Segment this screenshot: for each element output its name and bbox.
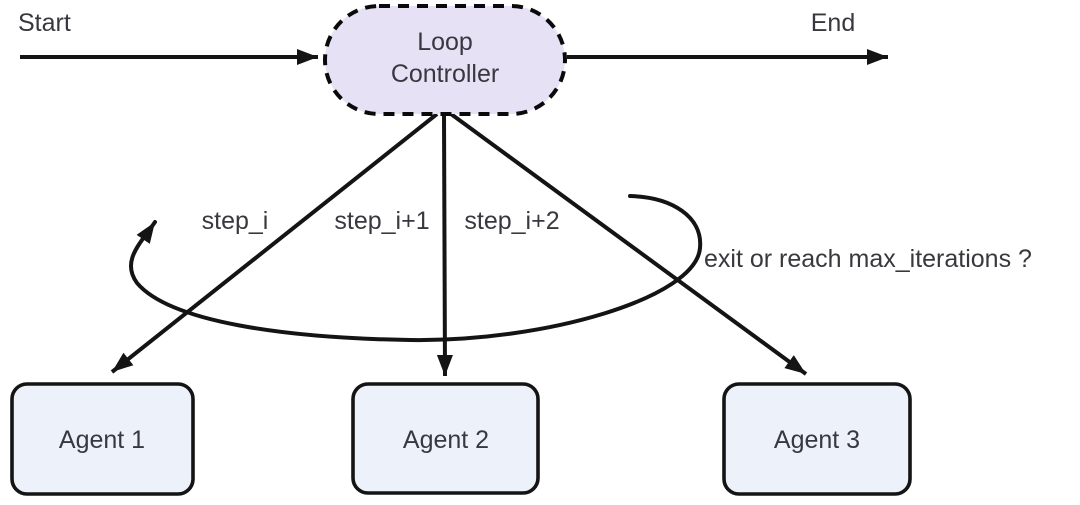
agent-2-node	[351, 382, 540, 495]
end-label: End	[811, 9, 855, 37]
step-i-plus-2-label: step_i+2	[464, 207, 559, 235]
loop-back-arc	[129, 194, 703, 343]
edge-to-agent-3	[449, 112, 808, 376]
step-i-plus-1-label: step_i+1	[334, 207, 429, 235]
agent-2-label: Agent 2	[403, 426, 489, 454]
loop-controller-node	[323, 4, 567, 116]
agent-3-node	[722, 382, 912, 496]
step-i-label: step_i	[202, 207, 269, 235]
edge-to-agent-1	[110, 112, 439, 374]
agent-1-label: Agent 1	[59, 426, 145, 454]
loop-back-label: exit or reach max_iterations ?	[704, 245, 1032, 273]
edge-to-agent-2	[436, 113, 453, 377]
agent-3-label: Agent 3	[774, 426, 860, 454]
agent-1-node	[10, 382, 195, 496]
loop-controller-label-line1: Loop	[417, 28, 473, 56]
loop-controller-label-line2: Controller	[391, 60, 499, 88]
start-label: Start	[18, 9, 71, 37]
